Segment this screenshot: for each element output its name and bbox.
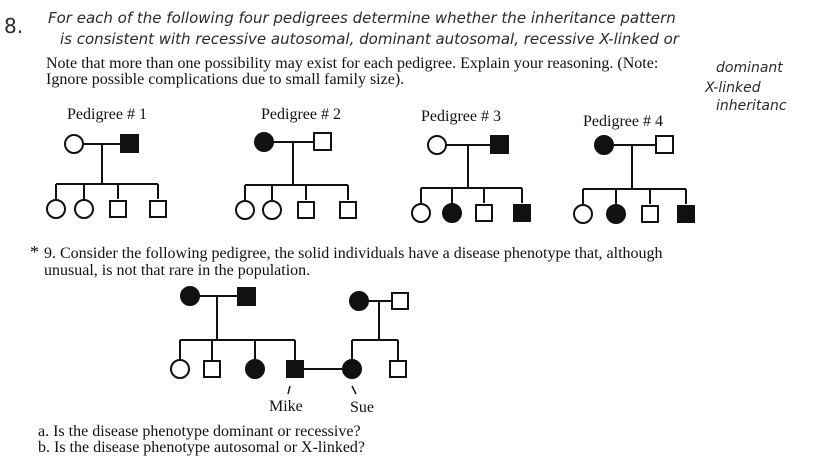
pedigree-2-title: Pedigree # 2: [261, 106, 341, 123]
p2-son-1: [297, 201, 315, 219]
p2-father-unaffected: [313, 132, 332, 151]
q9-child-2: [203, 360, 221, 378]
pedigree-3-title: Pedigree # 3: [421, 108, 501, 125]
p2-son-2: [339, 201, 357, 219]
q9-question-a: a. Is the disease phenotype dominant or …: [38, 423, 361, 440]
pedigree-1: [46, 134, 167, 219]
p1-mother-unaffected: [64, 134, 84, 154]
p3-daughter-2-affected: [442, 203, 462, 223]
q9-sue-mother-affected: [349, 291, 369, 311]
pedigree-4-title: Pedigree # 4: [583, 113, 663, 130]
mike-pointer: [287, 385, 291, 395]
q9-sue-brother: [389, 360, 407, 378]
q9-question-b: b. Is the disease phenotype autosomal or…: [38, 439, 366, 456]
p4-daughter-2-affected: [606, 204, 626, 224]
p4-son-1: [641, 205, 659, 223]
q9-line-1: 9. Consider the following pedigree, the …: [44, 245, 663, 262]
question-number-8: 8.: [4, 14, 24, 38]
q8-line-2: Ignore possible complications due to sma…: [46, 71, 405, 88]
p3-son-2-affected: [513, 204, 531, 222]
p3-father-affected: [490, 135, 509, 154]
handwritten-note-inheritance: inheritanc: [716, 98, 787, 114]
p3-son-1: [475, 204, 493, 222]
pedigree-1-title: Pedigree # 1: [67, 106, 147, 123]
sue-pointer: [351, 385, 357, 395]
handwritten-line-1: For each of the following four pedigrees…: [48, 9, 676, 27]
pedigree-4: [573, 135, 695, 224]
p1-son-1: [109, 200, 127, 218]
handwritten-note-dominant: dominant: [716, 60, 783, 76]
p1-father-affected: [120, 134, 139, 153]
pedigree-2: [235, 132, 357, 220]
q9-mike: [286, 360, 304, 378]
p4-father-unaffected: [655, 135, 674, 154]
pedigree-q9: [170, 286, 409, 395]
p3-mother-unaffected: [427, 135, 447, 155]
p1-son-2: [149, 200, 167, 218]
mike-label: Mike: [269, 398, 303, 415]
q9-star-mark: *: [30, 242, 39, 262]
p1-daughter-1: [46, 199, 66, 219]
p1-daughter-2: [74, 199, 94, 219]
q9-child-3-affected: [245, 359, 265, 379]
q8-line-1: Note that more than one possibility may …: [46, 55, 659, 72]
q9-grandfather-affected: [237, 287, 256, 306]
handwritten-note-x-linked: X-linked: [705, 80, 761, 96]
p4-daughter-1: [573, 204, 593, 224]
p3-daughter-1: [411, 203, 431, 223]
p2-daughter-2: [262, 200, 282, 220]
q9-grandmother-affected: [180, 286, 200, 306]
p2-daughter-1: [235, 200, 255, 220]
q9-sue-father-unaffected: [391, 292, 409, 310]
p4-mother-affected: [594, 135, 614, 155]
q9-sue: [342, 359, 362, 379]
p2-mother-affected: [254, 132, 274, 152]
sue-label: Sue: [350, 399, 374, 416]
p4-son-2-affected: [677, 205, 695, 223]
pedigree-3: [411, 135, 531, 223]
q9-line-2: unusual, is not that rare in the populat…: [44, 262, 311, 279]
handwritten-line-2: is consistent with recessive autosomal, …: [60, 30, 679, 48]
q9-child-1: [170, 359, 190, 379]
